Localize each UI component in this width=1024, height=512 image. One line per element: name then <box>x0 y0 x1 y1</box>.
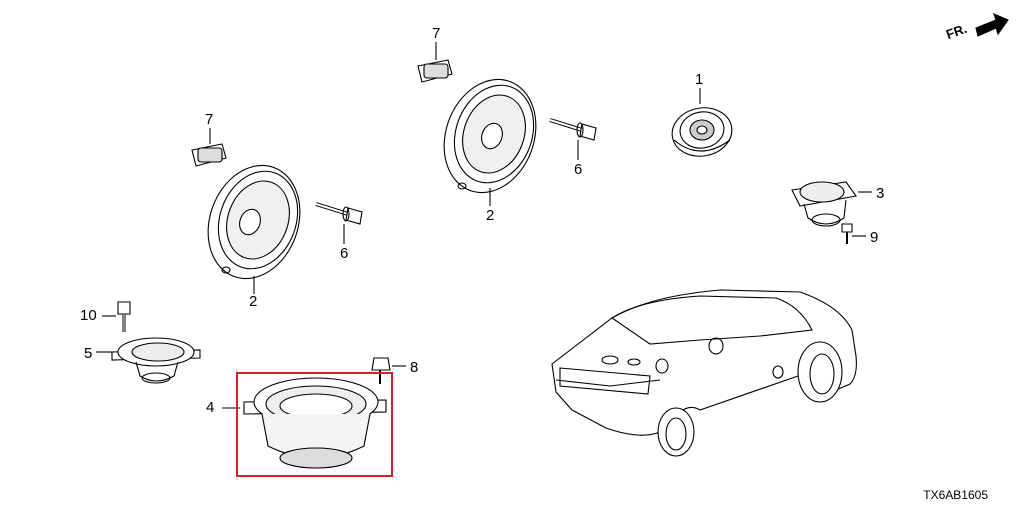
callout-7-lower[interactable]: 7 <box>205 111 214 128</box>
callout-7-upper[interactable]: 7 <box>432 25 441 42</box>
callout-6-lower[interactable]: 6 <box>340 245 349 262</box>
part-7-grommet-lower[interactable] <box>191 143 227 167</box>
diagram-code: TX6AB1605 <box>923 488 988 502</box>
part-8-nut[interactable] <box>371 357 391 384</box>
part-2-speaker-upper[interactable] <box>429 66 551 205</box>
front-arrow-icon <box>975 13 1009 37</box>
callout-2-lower[interactable]: 2 <box>249 293 258 310</box>
part-10-bolt[interactable] <box>117 301 131 332</box>
callout-8[interactable]: 8 <box>410 359 419 376</box>
part-9-screw[interactable] <box>841 223 853 244</box>
part-4-speaker[interactable] <box>243 377 387 469</box>
part-2-speaker-lower[interactable] <box>193 152 315 291</box>
callout-5[interactable]: 5 <box>84 345 93 362</box>
part-7-grommet-upper[interactable] <box>417 59 453 83</box>
callout-9[interactable]: 9 <box>870 229 879 246</box>
part-6-bolt-upper[interactable] <box>549 118 597 141</box>
callout-6-upper[interactable]: 6 <box>574 161 583 178</box>
part-1-tweeter[interactable] <box>668 103 735 161</box>
part-5-tweeter[interactable] <box>111 337 201 384</box>
part-3-speaker[interactable] <box>791 181 857 227</box>
callout-3[interactable]: 3 <box>876 185 885 202</box>
car-outline <box>551 289 857 457</box>
callout-4[interactable]: 4 <box>206 399 215 416</box>
callout-10[interactable]: 10 <box>80 307 97 324</box>
highlight-box-part-4 <box>236 372 393 477</box>
callout-1[interactable]: 1 <box>695 71 704 88</box>
part-6-bolt-lower[interactable] <box>315 202 363 225</box>
callout-2-upper[interactable]: 2 <box>486 207 495 224</box>
